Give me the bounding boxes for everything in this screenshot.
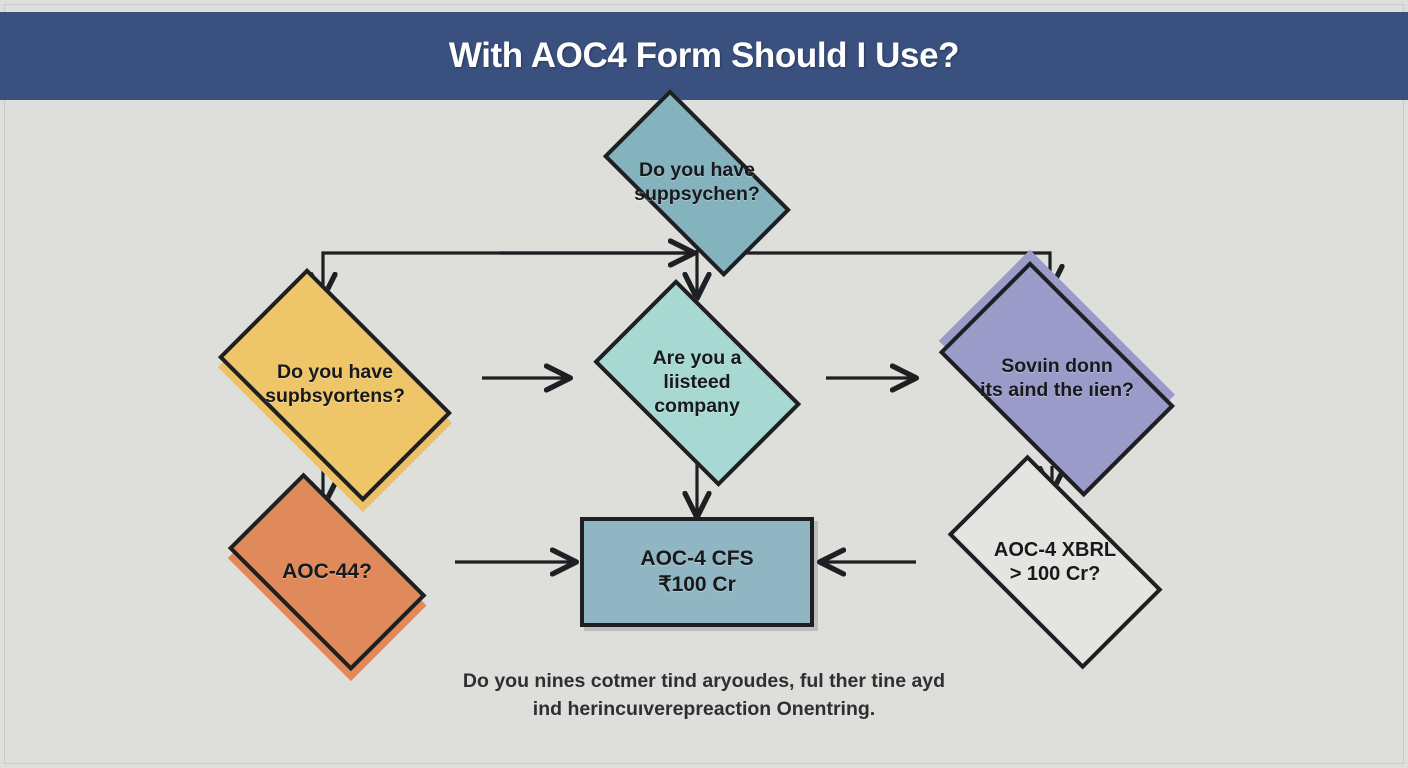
footer-caption-line1: Do you nines cotmer tind aryoudes, ful t… <box>462 670 946 692</box>
node-turnover[interactable]: Sovıin donn its aind the ıien? <box>912 249 1202 497</box>
node-listed-shape <box>593 279 801 487</box>
footer-caption: Do you nines cotmer tind aryoudes, ful t… <box>204 668 1204 723</box>
node-aoc4-cfs-line2: ₹100 Cr <box>658 573 736 596</box>
page-title: With AOC4 Form Should I Use? <box>448 36 960 75</box>
edge-top-to-left <box>323 251 697 296</box>
node-aoc44-shape <box>227 472 427 672</box>
node-aoc4-cfs-line1: AOC-4 CFS <box>640 547 754 571</box>
node-subsidiaries-shape <box>603 89 791 277</box>
node-listed[interactable]: Are you a liisteed company <box>572 279 822 487</box>
title-banner: With AOC4 Form Should I Use? <box>0 12 1408 100</box>
node-aoc44[interactable]: AOC-44? <box>204 472 450 682</box>
node-aoc4-cfs-label: AOC-4 CFS ₹100 Cr <box>640 546 753 597</box>
node-subsidiaries[interactable]: Do you have suppsychen? <box>576 89 818 277</box>
footer-caption-line2: ind herincuıverepreaction Onentring. <box>532 697 876 720</box>
node-aoc4-cfs[interactable]: AOC-4 CFS ₹100 Cr <box>580 517 814 627</box>
node-aoc4-xbrl-shape <box>947 454 1163 670</box>
node-sub-left-shape <box>218 268 452 502</box>
node-turnover-shape <box>939 261 1175 497</box>
node-aoc4-xbrl[interactable]: AOC-4 XBRL > 100 Cr? <box>920 454 1190 670</box>
node-sub-left[interactable]: Do you have supbsyortens? <box>190 268 480 512</box>
